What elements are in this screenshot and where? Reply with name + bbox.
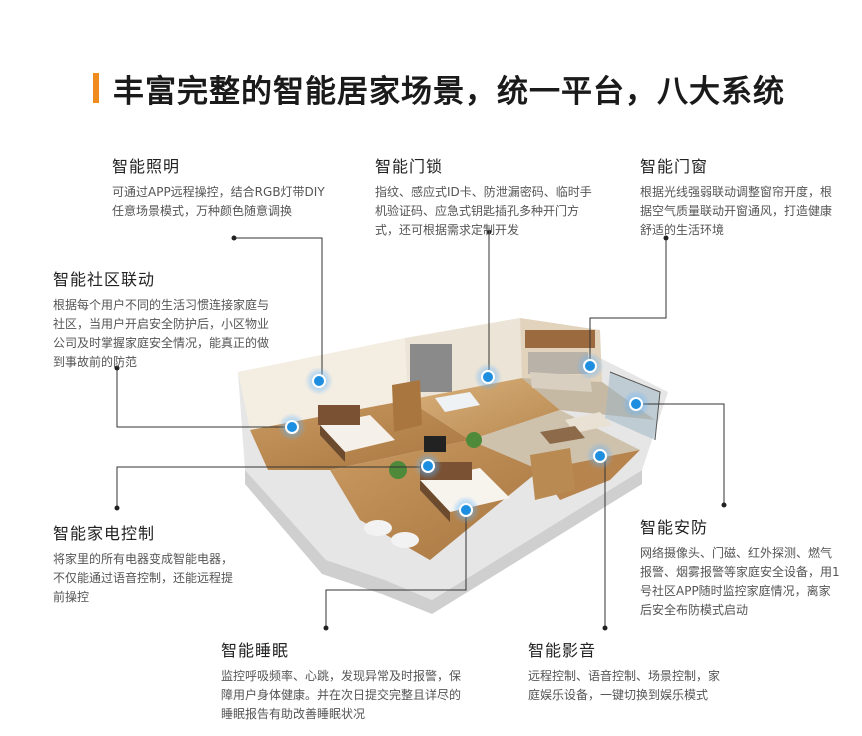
feature-community: 智能社区联动 根据每个用户不同的生活习惯连接家庭与社区，当用户开启安全防护后，小… xyxy=(53,266,273,372)
feature-window: 智能门窗 根据光线强弱联动调整窗帘开度，根据空气质量联动开窗通风，打造健康舒适的… xyxy=(640,153,840,240)
feature-lock: 智能门锁 指纹、感应式ID卡、防泄漏密码、临时手机验证码、应急式钥匙插孔多种开门… xyxy=(375,153,595,240)
feature-appliance-desc: 将家里的所有电器变成智能电器，不仅能通过语音控制，还能远程提前操控 xyxy=(53,552,234,604)
feature-sleep: 智能睡眠 监控呼吸频率、心跳，发现异常及时报警，保障用户身体健康。并在次日提交完… xyxy=(221,637,466,724)
feature-window-desc: 根据光线强弱联动调整窗帘开度，根据空气质量联动开窗通风，打造健康舒适的生活环境 xyxy=(640,185,833,237)
sensor-icon-community xyxy=(278,413,306,441)
feature-security: 智能安防 网络摄像头、门磁、红外探测、燃气报警、烟雾报警等家庭安全设备，用1号社… xyxy=(640,514,840,620)
feature-sleep-desc: 监控呼吸频率、心跳，发现异常及时报警，保障用户身体健康。并在次日提交完整且详尽的… xyxy=(221,669,462,721)
feature-lock-title: 智能门锁 xyxy=(375,157,444,176)
feature-av-title: 智能影音 xyxy=(528,641,597,660)
sensor-icon-appliance xyxy=(414,452,442,480)
leader-lines xyxy=(116,232,725,628)
feature-av-desc: 远程控制、语音控制、场景控制，家庭娱乐设备，一键切换到娱乐模式 xyxy=(528,669,721,702)
feature-lighting-title: 智能照明 xyxy=(112,157,181,176)
title-accent-bar xyxy=(93,73,99,103)
sensor-icon-lighting xyxy=(305,367,333,395)
sensor-icon-lock xyxy=(474,363,502,391)
sensor-icon-av xyxy=(586,442,614,470)
sensor-icon-security xyxy=(622,390,650,418)
feature-sleep-title: 智能睡眠 xyxy=(221,641,290,660)
feature-community-desc: 根据每个用户不同的生活习惯连接家庭与社区，当用户开启安全防护后，小区物业公司及时… xyxy=(53,298,270,369)
feature-lighting-desc: 可通过APP远程操控，结合RGB灯带DIY任意场景模式，万种颜色随意调换 xyxy=(112,185,325,218)
feature-window-title: 智能门窗 xyxy=(640,157,709,176)
feature-lock-desc: 指纹、感应式ID卡、防泄漏密码、临时手机验证码、应急式钥匙插孔多种开门方式，还可… xyxy=(375,185,592,237)
sensor-icon-window xyxy=(576,352,604,380)
feature-security-title: 智能安防 xyxy=(640,518,709,537)
leader-dots xyxy=(114,229,727,631)
feature-appliance: 智能家电控制 将家里的所有电器变成智能电器，不仅能通过语音控制，还能远程提前操控 xyxy=(53,520,243,607)
feature-security-desc: 网络摄像头、门磁、红外探测、燃气报警、烟雾报警等家庭安全设备，用1号社区APP随… xyxy=(640,546,840,617)
feature-lighting: 智能照明 可通过APP远程操控，结合RGB灯带DIY任意场景模式，万种颜色随意调… xyxy=(112,153,327,221)
feature-av: 智能影音 远程控制、语音控制、场景控制，家庭娱乐设备，一键切换到娱乐模式 xyxy=(528,637,728,705)
page-title: 丰富完整的智能居家场景，统一平台，八大系统 xyxy=(113,74,785,110)
sensor-icon-sleep xyxy=(452,496,480,524)
feature-appliance-title: 智能家电控制 xyxy=(53,524,156,543)
feature-community-title: 智能社区联动 xyxy=(53,270,156,289)
